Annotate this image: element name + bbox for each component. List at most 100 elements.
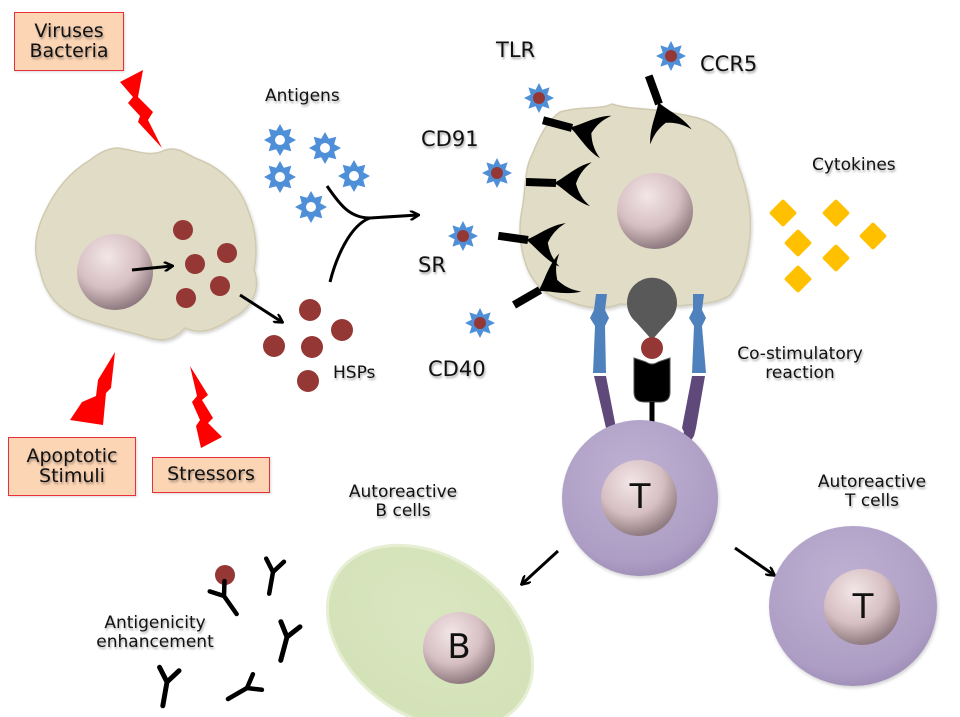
receptor-cup [526,223,566,267]
receptor-cup [554,162,592,207]
bound-hsp-dot [533,92,545,104]
nucleus-to-hsp-arrow [131,266,172,270]
antibody-icon [207,578,239,617]
release-arrow [239,293,282,322]
internal-hsp-cluster [173,220,237,308]
b-cell-nucleus [423,612,495,684]
hsp-dot [297,370,319,392]
receptor-stem [644,74,663,106]
receptor-icon [512,253,582,309]
antigen-core [349,171,359,181]
antigens-label: Antigens [265,86,340,106]
antigen-presenting-cell [519,103,752,309]
tcr-blue-segment [590,294,609,373]
cytokine-diamond-icon [822,199,850,227]
lightning-bolts [70,70,222,448]
t-cell2-letter: T [852,587,874,627]
hsp-dot [299,299,321,321]
receptor-group [448,41,692,338]
merge-arrow [325,185,418,283]
t-to-t-arrow [734,546,774,575]
peptide-dot [641,337,663,359]
antigen-core [320,143,330,153]
tlr-label: TLR [496,38,536,62]
antigen-bound-hsp [215,565,235,585]
antigen-core [275,172,285,182]
tcr-purple-segment [681,376,705,445]
costimulatory-complex [590,277,706,445]
trigger-label: Bacteria [29,39,109,62]
receptor-cup [650,102,692,145]
hsps-label: HSPs [333,363,376,383]
receptor-icon [541,115,612,159]
trigger-box-stressors: Stressors [152,457,270,493]
hsp-dot [210,276,230,296]
receptor-stem [512,286,542,309]
hsp-dot [263,335,285,357]
cytokine-diamond-icon [822,244,850,272]
cytokines-label: Cytokines [812,155,896,175]
antibody-icon [225,671,265,702]
t-cell-letter: T [629,477,651,517]
tcr-right [681,294,706,445]
costim-line1: Co-stimulatory [737,344,863,364]
receptor-icon [525,162,592,207]
lightning-icon [120,70,162,148]
auto-b-line2: B cells [375,500,431,521]
b-cell-body [325,543,535,717]
cd91-label: CD91 [421,127,479,151]
cytokine-group [769,199,887,293]
hsp-dot [331,319,353,341]
bound-hsp-dot [457,230,469,242]
autoreactive-b-cell [325,543,535,717]
b-cell-letter: B [447,627,471,667]
t-cell2-nucleus [824,569,900,645]
antigenicity-line2: enhancement [96,631,214,652]
costim-line2: reaction [765,362,835,383]
ccr5-label: CCR5 [700,52,758,76]
mhc-icon [627,277,677,340]
hsp-branch [328,216,371,283]
merge-arrow-head [369,215,418,218]
antibody-group [157,556,303,709]
antigen-core [275,135,285,145]
auto-t-line2: T cells [845,490,899,511]
cytokine-diamond-icon [769,199,797,227]
bound-hsp-dot [474,317,486,329]
tcr-receptor [633,357,671,403]
lightning-icon [190,366,222,448]
stressed-cell-nucleus [77,234,153,310]
trigger-label: Viruses [34,19,104,42]
t-cell-main [562,420,718,576]
antibody-icon [157,664,182,709]
tcr-blue-segment [689,294,706,373]
receptor-icon [644,74,692,145]
t-to-b-arrow [522,549,560,584]
auto-t-line1: Autoreactive [817,472,927,492]
receptor-icon [497,223,566,267]
hsp-dot [217,243,237,263]
antigen-core [306,202,316,212]
trigger-label: Apoptotic [26,444,118,467]
sr-label: SR [418,253,446,277]
hsp-dot [185,254,205,274]
antigenicity-line1: Antigenicity [104,613,206,633]
cytokine-diamond-icon [784,229,812,257]
apc-nucleus [617,173,693,249]
antibody-icon [263,556,287,596]
trigger-label: Stimuli [39,464,105,487]
receptor-cup [538,253,582,294]
released-hsp-cluster [263,299,353,392]
bound-hsp-dot [665,50,677,62]
receptor-stem [525,177,557,187]
bound-hsp-dot [491,167,503,179]
hsp-dot [301,336,323,358]
autoreactive-t-cell [769,526,937,686]
tcr-left [590,294,618,445]
